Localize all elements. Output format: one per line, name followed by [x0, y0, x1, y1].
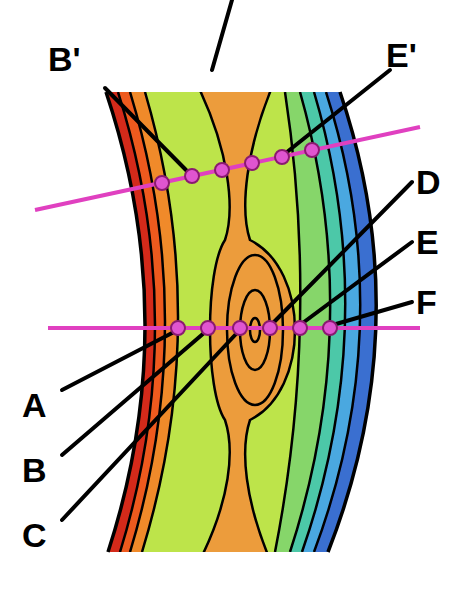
point-label: C — [22, 518, 47, 552]
point-label: B — [22, 453, 47, 487]
band-edge — [106, 92, 376, 552]
section-line — [35, 127, 420, 328]
point-label: A — [22, 388, 47, 422]
point-label: D — [416, 165, 441, 199]
leader-line — [62, 0, 412, 520]
point-label: E' — [386, 38, 417, 72]
point-label: B' — [48, 42, 81, 76]
point-label: E — [416, 225, 439, 259]
sample-point — [155, 143, 337, 335]
point-label: F — [416, 285, 437, 319]
